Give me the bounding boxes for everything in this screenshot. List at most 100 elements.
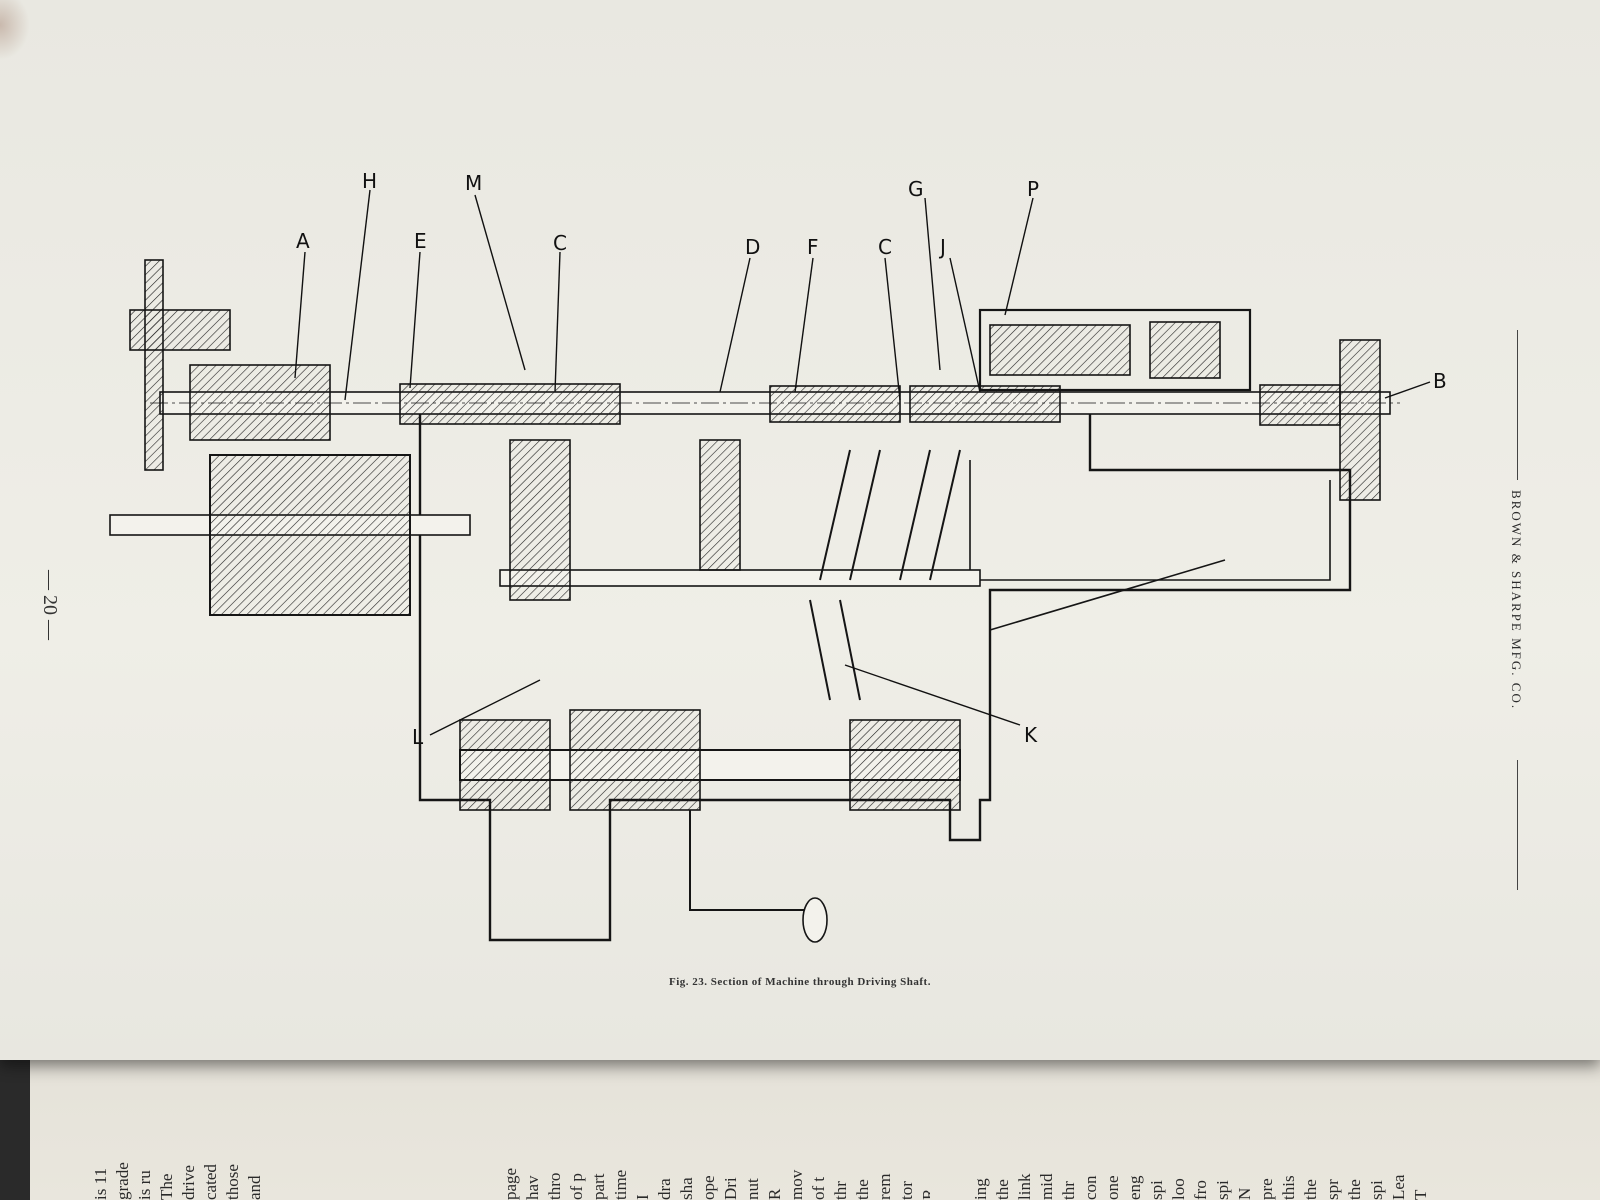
label-h: H (362, 169, 377, 193)
text-line: mid (1037, 1173, 1056, 1200)
vertical-column (699, 439, 741, 571)
text-line: R (919, 1188, 930, 1200)
text-line: I (633, 1194, 652, 1200)
text-line: spi (1367, 1180, 1386, 1200)
lower-gear (569, 709, 701, 811)
figure-caption: Fig. 23. Section of Machine through Driv… (669, 976, 931, 988)
sleeve-b (1259, 384, 1341, 426)
text-line: tor (897, 1181, 916, 1200)
part-labels: H M A E C D F C G J P B L K (296, 169, 1447, 749)
label-l: L (412, 725, 424, 749)
text-line: dra (655, 1178, 674, 1200)
text-line: time (611, 1169, 630, 1200)
middle-shaft (499, 569, 981, 587)
lower-left-bearing (459, 719, 551, 811)
text-line: mov (787, 1169, 806, 1200)
text-line: this (1279, 1175, 1298, 1200)
text-line: thr (1059, 1181, 1078, 1200)
handwheel-hub (129, 309, 231, 351)
text-line: the (853, 1179, 872, 1200)
running-head-rule-top (1517, 330, 1518, 480)
bracket-diagonal (989, 559, 1226, 631)
text-line: loo (1169, 1178, 1188, 1200)
handwheel-left (144, 259, 164, 471)
text-line: the (1345, 1179, 1364, 1200)
text-line: fro (1191, 1180, 1210, 1200)
diagonal-linkage (819, 449, 961, 581)
lower-right-bearing (849, 719, 961, 811)
upper-housing-inner (989, 324, 1131, 376)
text-line: pre (1257, 1178, 1276, 1200)
thumb-shadow (0, 0, 30, 60)
lower-gearbox (209, 454, 411, 616)
leader-lines (294, 189, 1431, 736)
text-line: thr (831, 1181, 850, 1200)
text-line: cated (201, 1164, 220, 1200)
label-c-right: C (878, 235, 892, 259)
text-line: drive (179, 1165, 198, 1200)
text-line: is ru (135, 1170, 154, 1200)
lower-diagonal-linkage (809, 599, 861, 701)
text-line: of t (809, 1176, 828, 1200)
text-line: ope (699, 1175, 718, 1200)
sleeve-a (189, 364, 331, 441)
text-line: eng (1125, 1175, 1144, 1200)
label-j: J (938, 235, 946, 259)
text-line: part (589, 1173, 608, 1200)
text-line: nut (743, 1178, 762, 1200)
sleeve-j (909, 385, 1061, 423)
vertical-gear-stack (509, 439, 571, 601)
housing-inner-wall (969, 460, 1331, 581)
text-line: sha (677, 1177, 696, 1200)
text-line: the (993, 1179, 1012, 1200)
next-page: is 11 grade is ru The drive cated those … (30, 1040, 1600, 1200)
label-d: D (745, 235, 760, 259)
label-g: G (908, 177, 924, 201)
right-end-b (1339, 339, 1381, 501)
drawing-body (109, 259, 1400, 943)
sleeve-f (769, 385, 901, 423)
text-line: spr (1323, 1179, 1342, 1200)
running-head-rule-bottom (1517, 760, 1518, 890)
text-line: ing (971, 1178, 990, 1200)
text-line: vides (267, 1164, 270, 1200)
text-line: con (1081, 1175, 1100, 1200)
label-e: E (414, 229, 427, 253)
text-line: R (765, 1188, 784, 1200)
label-p: P (1027, 177, 1039, 201)
label-m: M (465, 171, 482, 195)
upper-housing-p (978, 308, 1252, 392)
text-line: page (501, 1167, 520, 1200)
next-page-column-left: is 11 grade is ru The drive cated those … (90, 1050, 270, 1200)
page-number: — 20 — (39, 570, 61, 640)
text-line: N (1235, 1187, 1254, 1200)
running-head: BROWN & SHARPE MFG. CO. (1509, 490, 1524, 711)
next-page-column-middle: page hav thro of p part time I dra sha o… (500, 1050, 930, 1200)
label-a: A (296, 229, 310, 253)
text-line: rem (875, 1173, 894, 1200)
text-line: hav (523, 1175, 542, 1200)
text-line: those (223, 1164, 242, 1200)
sleeve-e (399, 383, 621, 425)
book-page: — 20 — BROWN & SHARPE MFG. CO. (0, 0, 1600, 1060)
text-line: the (1301, 1179, 1320, 1200)
text-line: Lea (1389, 1174, 1408, 1200)
text-line: and (245, 1175, 264, 1200)
label-k: K (1024, 723, 1038, 747)
text-line: Dri (721, 1177, 740, 1200)
text-line: of p (567, 1173, 586, 1200)
crank-handle (689, 810, 810, 911)
housing-outline (418, 408, 1352, 942)
label-c-left: C (553, 231, 567, 255)
text-line: one (1103, 1175, 1122, 1200)
text-line: is 11 (91, 1168, 110, 1200)
crank-knob (802, 897, 828, 943)
text-line: The (157, 1173, 176, 1200)
text-line: grade (113, 1162, 132, 1200)
text-line: spi (1147, 1180, 1166, 1200)
upper-housing-block (1149, 321, 1221, 379)
text-line: link (1015, 1173, 1034, 1200)
next-page-column-right: ing the link mid thr con one eng spi loo… (970, 1050, 1440, 1200)
label-b: B (1433, 369, 1447, 393)
